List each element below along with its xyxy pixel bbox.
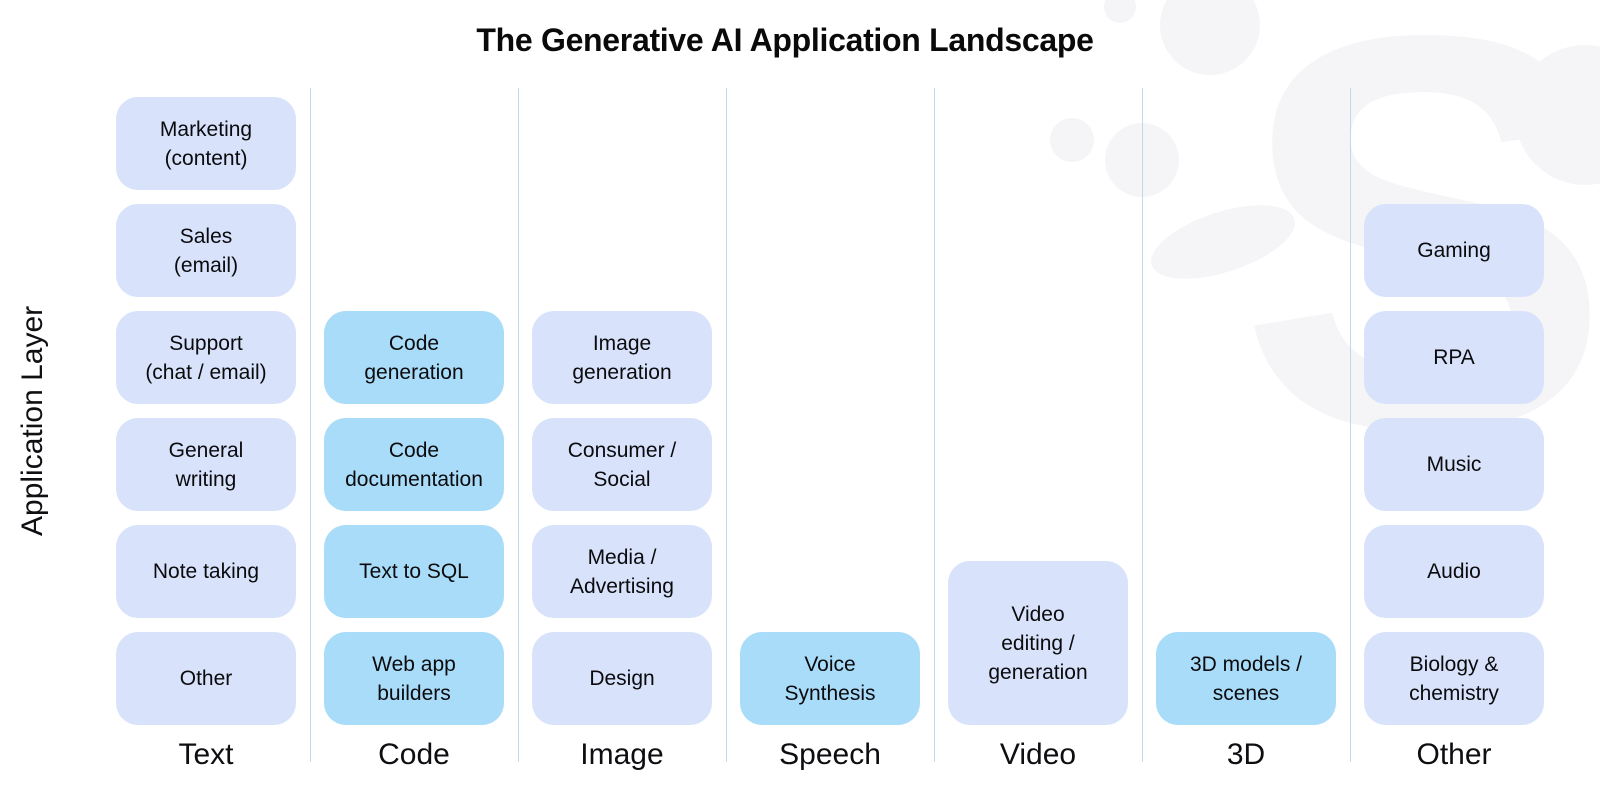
app-box-web-app-builders: Web app builders bbox=[324, 632, 504, 725]
column-label-other: Other bbox=[1416, 738, 1492, 771]
app-box-image-generation: Image generation bbox=[532, 311, 712, 404]
column-divider bbox=[1350, 88, 1351, 762]
app-box-music: Music bbox=[1364, 418, 1544, 511]
box-label-line: scenes bbox=[1212, 681, 1280, 705]
column-label-speech: Speech bbox=[779, 738, 881, 771]
app-box-design: Design bbox=[532, 632, 712, 725]
app-box-video-editing-generation: Video editing / generation bbox=[948, 561, 1128, 725]
box-label-line: Social bbox=[593, 467, 651, 491]
box-label-line: Text to SQL bbox=[359, 560, 469, 583]
watermark-dot bbox=[1050, 118, 1094, 162]
box-label-line: Gaming bbox=[1417, 239, 1491, 262]
box-label-line: builders bbox=[377, 681, 451, 705]
box-label-line: RPA bbox=[1433, 346, 1475, 369]
watermark-dot bbox=[1104, 0, 1136, 23]
column-divider bbox=[310, 88, 311, 762]
box-label-line: (content) bbox=[164, 146, 248, 170]
app-box-media-advertising: Media / Advertising bbox=[532, 525, 712, 618]
app-box-general-writing: General writing bbox=[116, 418, 296, 511]
box-label-line: Code bbox=[388, 438, 440, 462]
box-label-line: (email) bbox=[173, 253, 239, 277]
page-title: The Generative AI Application Landscape bbox=[476, 22, 1094, 58]
box-label-line: Advertising bbox=[570, 574, 674, 598]
column-divider bbox=[1142, 88, 1143, 762]
y-axis-label: Application Layer bbox=[16, 305, 49, 537]
app-box-audio: Audio bbox=[1364, 525, 1544, 618]
box-label-line: documentation bbox=[345, 467, 483, 491]
app-box-biology-chemistry: Biology & chemistry bbox=[1364, 632, 1544, 725]
box-label-line: generation bbox=[988, 660, 1088, 684]
app-box-marketing: Marketing (content) bbox=[116, 97, 296, 190]
column-label-image: Image bbox=[580, 738, 664, 771]
box-label-line: Video bbox=[1011, 602, 1065, 626]
column-divider bbox=[518, 88, 519, 762]
box-label-line: generation bbox=[572, 360, 672, 384]
box-label-line: Design bbox=[589, 667, 655, 690]
box-label-line: chemistry bbox=[1409, 681, 1499, 705]
box-label-line: Sales bbox=[179, 224, 233, 248]
box-label-line: Code bbox=[388, 331, 440, 355]
box-label-line: Marketing bbox=[159, 117, 253, 141]
column-label-code: Code bbox=[378, 738, 450, 771]
column-divider bbox=[934, 88, 935, 762]
box-label-line: 3D models / bbox=[1189, 652, 1303, 676]
column-label-text: Text bbox=[178, 738, 234, 771]
app-box-text-to-sql: Text to SQL bbox=[324, 525, 504, 618]
box-label-line: General bbox=[168, 438, 244, 462]
box-label-line: Voice bbox=[804, 652, 856, 676]
box-label-line: writing bbox=[175, 467, 237, 491]
box-label-line: Image bbox=[592, 331, 652, 355]
box-label-line: Synthesis bbox=[784, 681, 876, 705]
app-box-code-generation: Code generation bbox=[324, 311, 504, 404]
app-box-code-documentation: Code documentation bbox=[324, 418, 504, 511]
column-label-3d: 3D bbox=[1226, 738, 1266, 771]
app-box-note-taking: Note taking bbox=[116, 525, 296, 618]
box-label-line: Music bbox=[1426, 453, 1482, 476]
column-label-video: Video bbox=[999, 738, 1077, 771]
box-label-line: Biology & bbox=[1409, 652, 1499, 676]
column-divider bbox=[726, 88, 727, 762]
box-label-line: (chat / email) bbox=[145, 360, 267, 384]
app-box-3d-models-scenes: 3D models / scenes bbox=[1156, 632, 1336, 725]
app-box-support: Support (chat / email) bbox=[116, 311, 296, 404]
app-box-sales: Sales (email) bbox=[116, 204, 296, 297]
box-label-line: generation bbox=[364, 360, 464, 384]
box-label-line: Media / bbox=[587, 545, 657, 569]
box-label-line: Note taking bbox=[152, 560, 260, 583]
app-box-consumer-social: Consumer / Social bbox=[532, 418, 712, 511]
box-label-line: Other bbox=[179, 667, 233, 690]
box-label-line: Consumer / bbox=[567, 438, 677, 462]
box-label-line: Audio bbox=[1427, 560, 1481, 583]
box-label-line: Web app bbox=[372, 652, 456, 676]
box-label-line: Support bbox=[169, 331, 243, 355]
box-label-line: editing / bbox=[1001, 631, 1075, 655]
app-box-voice-synthesis: Voice Synthesis bbox=[740, 632, 920, 725]
app-box-gaming: Gaming bbox=[1364, 204, 1544, 297]
app-box-other-text: Other bbox=[116, 632, 296, 725]
app-box-rpa: RPA bbox=[1364, 311, 1544, 404]
